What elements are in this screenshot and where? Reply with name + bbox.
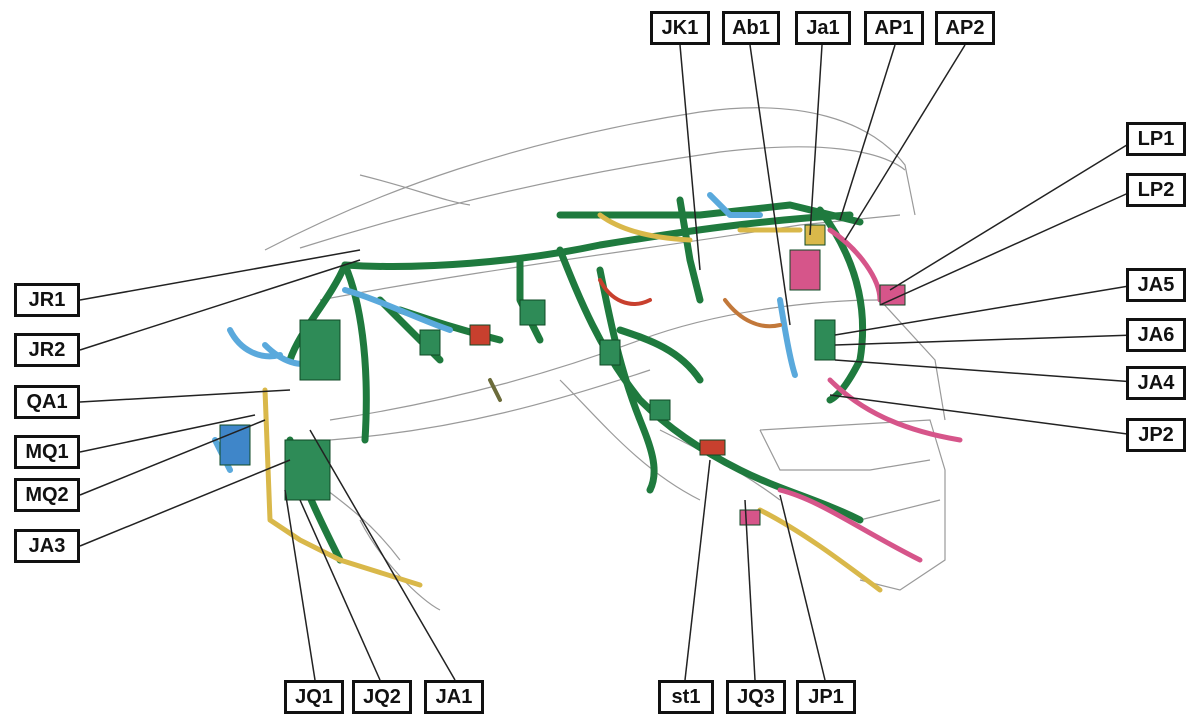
callout-JP1: JP1 [796,680,856,714]
accent-harness [488,278,782,402]
callout-JA3: JA3 [14,529,80,563]
callout-LP2: LP2 [1126,173,1186,207]
callout-JA5: JA5 [1126,268,1186,302]
callout-AP2: AP2 [935,11,995,45]
callout-JQ2: JQ2 [352,680,412,714]
connectors [219,224,906,526]
callout-JA4: JA4 [1126,366,1186,400]
callout-QA1: QA1 [14,385,80,419]
callout-JA1: JA1 [424,680,484,714]
callout-Ja1: Ja1 [795,11,851,45]
callout-JR1: JR1 [14,283,80,317]
pink-harness [777,227,963,563]
main-harness [286,196,867,564]
callout-JP2: JP2 [1126,418,1186,452]
blue-harness [212,192,798,473]
callout-JA6: JA6 [1126,318,1186,352]
callout-JK1: JK1 [650,11,710,45]
callout-MQ1: MQ1 [14,435,80,469]
callout-JR2: JR2 [14,333,80,367]
callout-AP1: AP1 [864,11,924,45]
callout-JQ3: JQ3 [726,680,786,714]
callout-LP1: LP1 [1126,122,1186,156]
callout-JQ1: JQ1 [284,680,344,714]
leader-lines [79,44,1136,681]
callout-st1: st1 [658,680,714,714]
callout-Ab1: Ab1 [722,11,780,45]
yellow-harness [262,212,883,593]
callout-MQ2: MQ2 [14,478,80,512]
